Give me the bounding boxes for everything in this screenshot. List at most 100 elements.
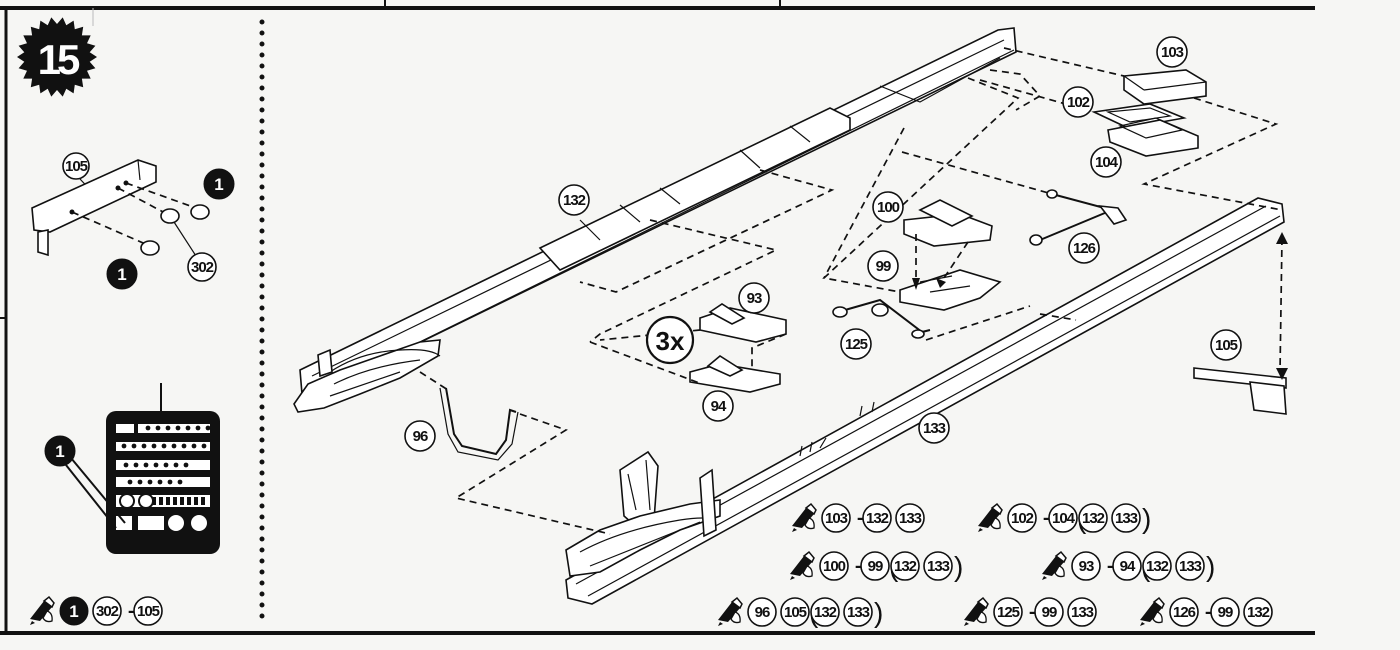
svg-text:132: 132: [563, 192, 586, 209]
frame-rail-133: [565, 197, 1285, 605]
glue-icon: [29, 596, 55, 626]
glue-step-row3b: 125–99.133: [963, 597, 1097, 627]
glue-part-103: 103: [821, 503, 851, 533]
svg-text:96: 96: [413, 428, 428, 445]
step-badge: 15: [17, 17, 97, 97]
svg-text:100: 100: [877, 199, 900, 216]
glue-part-99: 99: [1210, 597, 1240, 627]
svg-text:102: 102: [1067, 94, 1090, 111]
part-100: [903, 199, 993, 247]
glue-part-132: 132: [890, 551, 920, 581]
svg-text:133: 133: [1115, 510, 1138, 527]
svg-text:133: 133: [1071, 604, 1094, 621]
svg-text:132: 132: [866, 510, 889, 527]
callout-302: 302: [187, 252, 217, 282]
glue-part-94: 94: [1112, 551, 1142, 581]
glue-step-row1a: 103–132.133: [791, 503, 925, 533]
svg-text:132: 132: [1146, 558, 1169, 575]
glue-icon: [789, 551, 815, 581]
glue-step-row2b: 93–94(132.133): [1041, 551, 1215, 582]
svg-text:125: 125: [845, 336, 868, 353]
svg-text:133: 133: [1179, 558, 1202, 575]
callout-93: 93: [738, 282, 770, 314]
glue-step-row2a: 100–99(132.133): [789, 551, 963, 582]
callout-126: 126: [1068, 232, 1100, 264]
callout-94: 94: [702, 390, 734, 422]
glue-step-left: 1.302–105: [29, 596, 163, 626]
glue-part-132: 132: [1243, 597, 1273, 627]
part-126: [1029, 189, 1128, 246]
callout-96: 96: [404, 420, 436, 452]
glue-part-133: 133: [923, 551, 953, 581]
callout-1-left: 1: [106, 258, 138, 290]
svg-text:99: 99: [868, 558, 883, 575]
close-paren: ): [874, 597, 883, 628]
svg-text:133: 133: [923, 420, 946, 437]
glue-step-row3a: 96.105(132.133): [717, 597, 883, 628]
callout-103: 103: [1156, 36, 1188, 68]
svg-text:104: 104: [1052, 510, 1076, 527]
svg-text:100: 100: [823, 558, 846, 575]
glue-icon: [977, 503, 1003, 533]
glue-part-99: 99: [1034, 597, 1064, 627]
svg-text:132: 132: [1247, 604, 1270, 621]
callout-133: 133: [918, 412, 950, 444]
svg-text:103: 103: [825, 510, 848, 527]
svg-text:105: 105: [1215, 337, 1238, 354]
glue-part-104: 104: [1048, 503, 1078, 533]
glue-part-132: 132: [1142, 551, 1172, 581]
glue-icon: [791, 503, 817, 533]
close-paren: ): [1206, 551, 1215, 582]
svg-text:125: 125: [997, 604, 1020, 621]
svg-text:96: 96: [755, 604, 770, 621]
callout-125: 125: [840, 328, 872, 360]
page-frame: [0, 0, 1315, 635]
svg-text:1: 1: [69, 602, 78, 621]
glue-part-133: 133: [1067, 597, 1097, 627]
glue-icon: [1041, 551, 1067, 581]
svg-text:133: 133: [927, 558, 950, 575]
part-99: [899, 269, 1002, 311]
svg-text:132: 132: [1082, 510, 1105, 527]
glue-part-132: 132: [1078, 503, 1108, 533]
svg-text:93: 93: [747, 290, 762, 307]
svg-text:103: 103: [1161, 44, 1184, 61]
svg-text:1: 1: [55, 442, 64, 461]
svg-text:99: 99: [876, 258, 891, 275]
photoetch-fret: [106, 383, 220, 554]
callout-105: 105: [62, 152, 90, 180]
svg-text:105: 105: [784, 604, 807, 621]
glue-part-99: 99: [860, 551, 890, 581]
glue-part-133: 133: [895, 503, 925, 533]
part-96: [439, 387, 519, 461]
svg-text:126: 126: [1173, 604, 1196, 621]
callout-1-fret: 1: [44, 435, 76, 467]
callout-132: 132: [558, 184, 590, 216]
glue-icon: [963, 597, 989, 627]
callout-105: 105: [1210, 329, 1242, 361]
glue-part-126: 126: [1169, 597, 1199, 627]
svg-text:126: 126: [1073, 240, 1096, 257]
part-103: [1123, 69, 1207, 105]
multiplier-3x: 3x: [645, 315, 695, 365]
svg-text:105: 105: [137, 603, 160, 620]
glue-part-133: 133: [1111, 503, 1141, 533]
svg-text:102: 102: [1011, 510, 1034, 527]
svg-text:93: 93: [1079, 558, 1094, 575]
glue-part-132: 132: [862, 503, 892, 533]
glue-part-100: 100: [819, 551, 849, 581]
frame-rail-132: [293, 27, 1017, 413]
glue-steps: 1.302–105103–132.133102–104(132.133)100–…: [29, 503, 1273, 628]
part-105-main: [1193, 367, 1287, 415]
glue-part-105: 105: [780, 597, 810, 627]
svg-text:105: 105: [65, 158, 88, 175]
svg-text:302: 302: [191, 259, 214, 276]
svg-text:94: 94: [711, 398, 727, 415]
callout-102: 102: [1062, 86, 1094, 118]
left-panel: 105 302 1 1: [31, 152, 235, 554]
svg-text:133: 133: [847, 604, 870, 621]
glue-part-302: 302: [92, 596, 122, 626]
svg-text:1: 1: [117, 265, 126, 284]
glue-step-row3c: 126–99.132: [1139, 597, 1273, 627]
